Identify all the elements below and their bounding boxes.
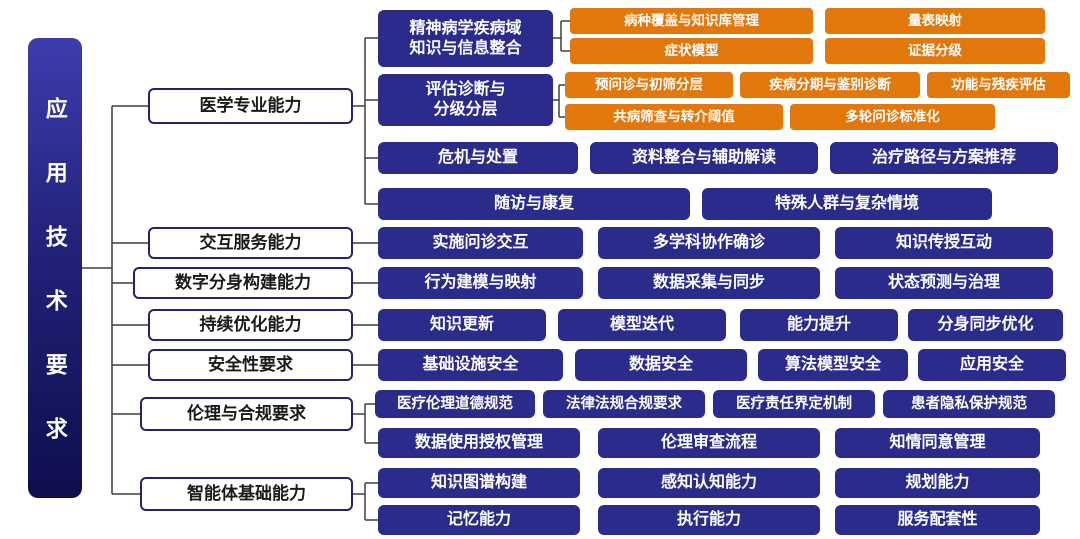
capability-node: 状态预测与治理	[835, 267, 1053, 299]
subcapability-node: 共病筛查与转介阈值	[565, 104, 783, 130]
capability-node: 数据采集与同步	[598, 267, 820, 299]
capability-node: 数据使用授权管理	[378, 428, 580, 458]
subcapability-node: 症状模型	[570, 38, 813, 64]
subcapability-node: 证据分级	[825, 38, 1045, 64]
capability-node: 执行能力	[598, 505, 820, 535]
capability-node: 特殊人群与复杂情境	[702, 188, 992, 220]
capability-node: 行为建模与映射	[378, 267, 583, 299]
capability-node: 知识更新	[378, 309, 546, 341]
branch-medical-expertise: 医学专业能力	[148, 88, 353, 124]
capability-node: 应用安全	[918, 349, 1066, 381]
branch-safety-requirements: 安全性要求	[148, 349, 353, 381]
subcapability-node: 量表映射	[825, 8, 1045, 34]
capability-node: 资料整合与辅助解读	[590, 142, 818, 174]
capability-node: 治疗路径与方案推荐	[830, 142, 1058, 174]
capability-node: 随访与康复	[378, 188, 690, 220]
subcapability-node: 功能与残疾评估	[927, 72, 1070, 98]
branch-ethics-compliance: 伦理与合规要求	[140, 397, 353, 431]
capability-node: 模型迭代	[558, 309, 726, 341]
capability-node: 实施问诊交互	[378, 227, 583, 259]
capability-node: 感知认知能力	[598, 468, 820, 498]
branch-continuous-optimization: 持续优化能力	[148, 309, 353, 341]
capability-node: 危机与处置	[378, 142, 578, 174]
capability-node: 算法模型安全	[758, 349, 908, 381]
capability-node: 能力提升	[740, 309, 898, 341]
capability-node: 法律法规合规要求	[543, 390, 705, 418]
branch-digital-twin: 数字分身构建能力	[133, 267, 353, 299]
capability-node: 分身同步优化	[908, 309, 1063, 341]
subcapability-node: 预问诊与初筛分层	[565, 72, 733, 98]
capability-node: 评估诊断与 分级分层	[378, 74, 553, 126]
capability-node: 知识传授互动	[835, 227, 1053, 259]
capability-node: 知情同意管理	[835, 428, 1040, 458]
capability-node: 服务配套性	[835, 505, 1040, 535]
capability-node: 患者隐私保护规范	[883, 390, 1055, 418]
capability-node: 知识图谱构建	[378, 468, 580, 498]
subcapability-node: 疾病分期与鉴别诊断	[740, 72, 920, 98]
branch-interaction-service: 交互服务能力	[148, 227, 353, 259]
capability-node: 规划能力	[835, 468, 1040, 498]
branch-agent-foundation: 智能体基础能力	[140, 477, 353, 511]
capability-node: 多学科协作确诊	[598, 227, 820, 259]
capability-node: 基础设施安全	[378, 349, 563, 381]
capability-node: 医疗伦理道德规范	[375, 390, 535, 418]
capability-node: 记忆能力	[378, 505, 580, 535]
capability-node: 精神病学疾病域 知识与信息整合	[378, 10, 553, 67]
capability-node: 数据安全	[575, 349, 747, 381]
root-node: 应用技术要求	[28, 38, 82, 498]
capability-node: 伦理审查流程	[598, 428, 820, 458]
subcapability-node: 多轮问诊标准化	[790, 104, 995, 130]
capability-node: 医疗责任界定机制	[713, 390, 875, 418]
subcapability-node: 病种覆盖与知识库管理	[570, 8, 813, 34]
